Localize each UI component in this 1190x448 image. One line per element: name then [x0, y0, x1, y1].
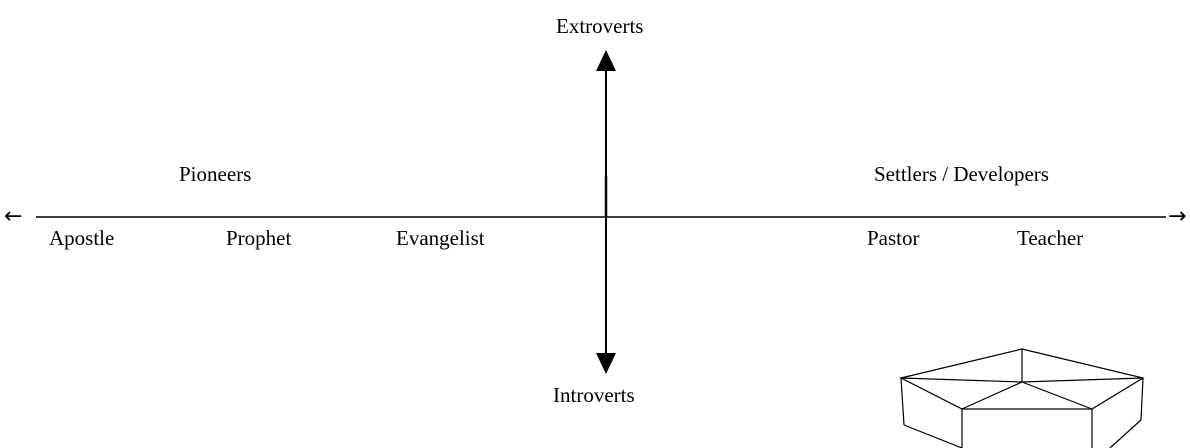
left-group-label: Pioneers: [179, 162, 252, 186]
role-label-apostle: Apostle: [49, 226, 115, 250]
hexagon-tray-sketch: [899, 348, 1145, 448]
role-label-teacher: Teacher: [1017, 226, 1084, 250]
role-label-prophet: Prophet: [226, 226, 292, 250]
up-arrowhead-icon: [596, 50, 616, 71]
right-arrow-icon: →: [1168, 204, 1187, 229]
role-label-pastor: Pastor: [867, 226, 920, 250]
down-arrowhead-icon: [596, 353, 616, 374]
left-arrow-icon: ←: [4, 204, 23, 229]
bottom-axis-label: Introverts: [553, 383, 635, 407]
role-label-evangelist: Evangelist: [396, 226, 485, 250]
top-axis-label: Extroverts: [556, 14, 644, 38]
right-group-label: Settlers / Developers: [874, 162, 1049, 186]
